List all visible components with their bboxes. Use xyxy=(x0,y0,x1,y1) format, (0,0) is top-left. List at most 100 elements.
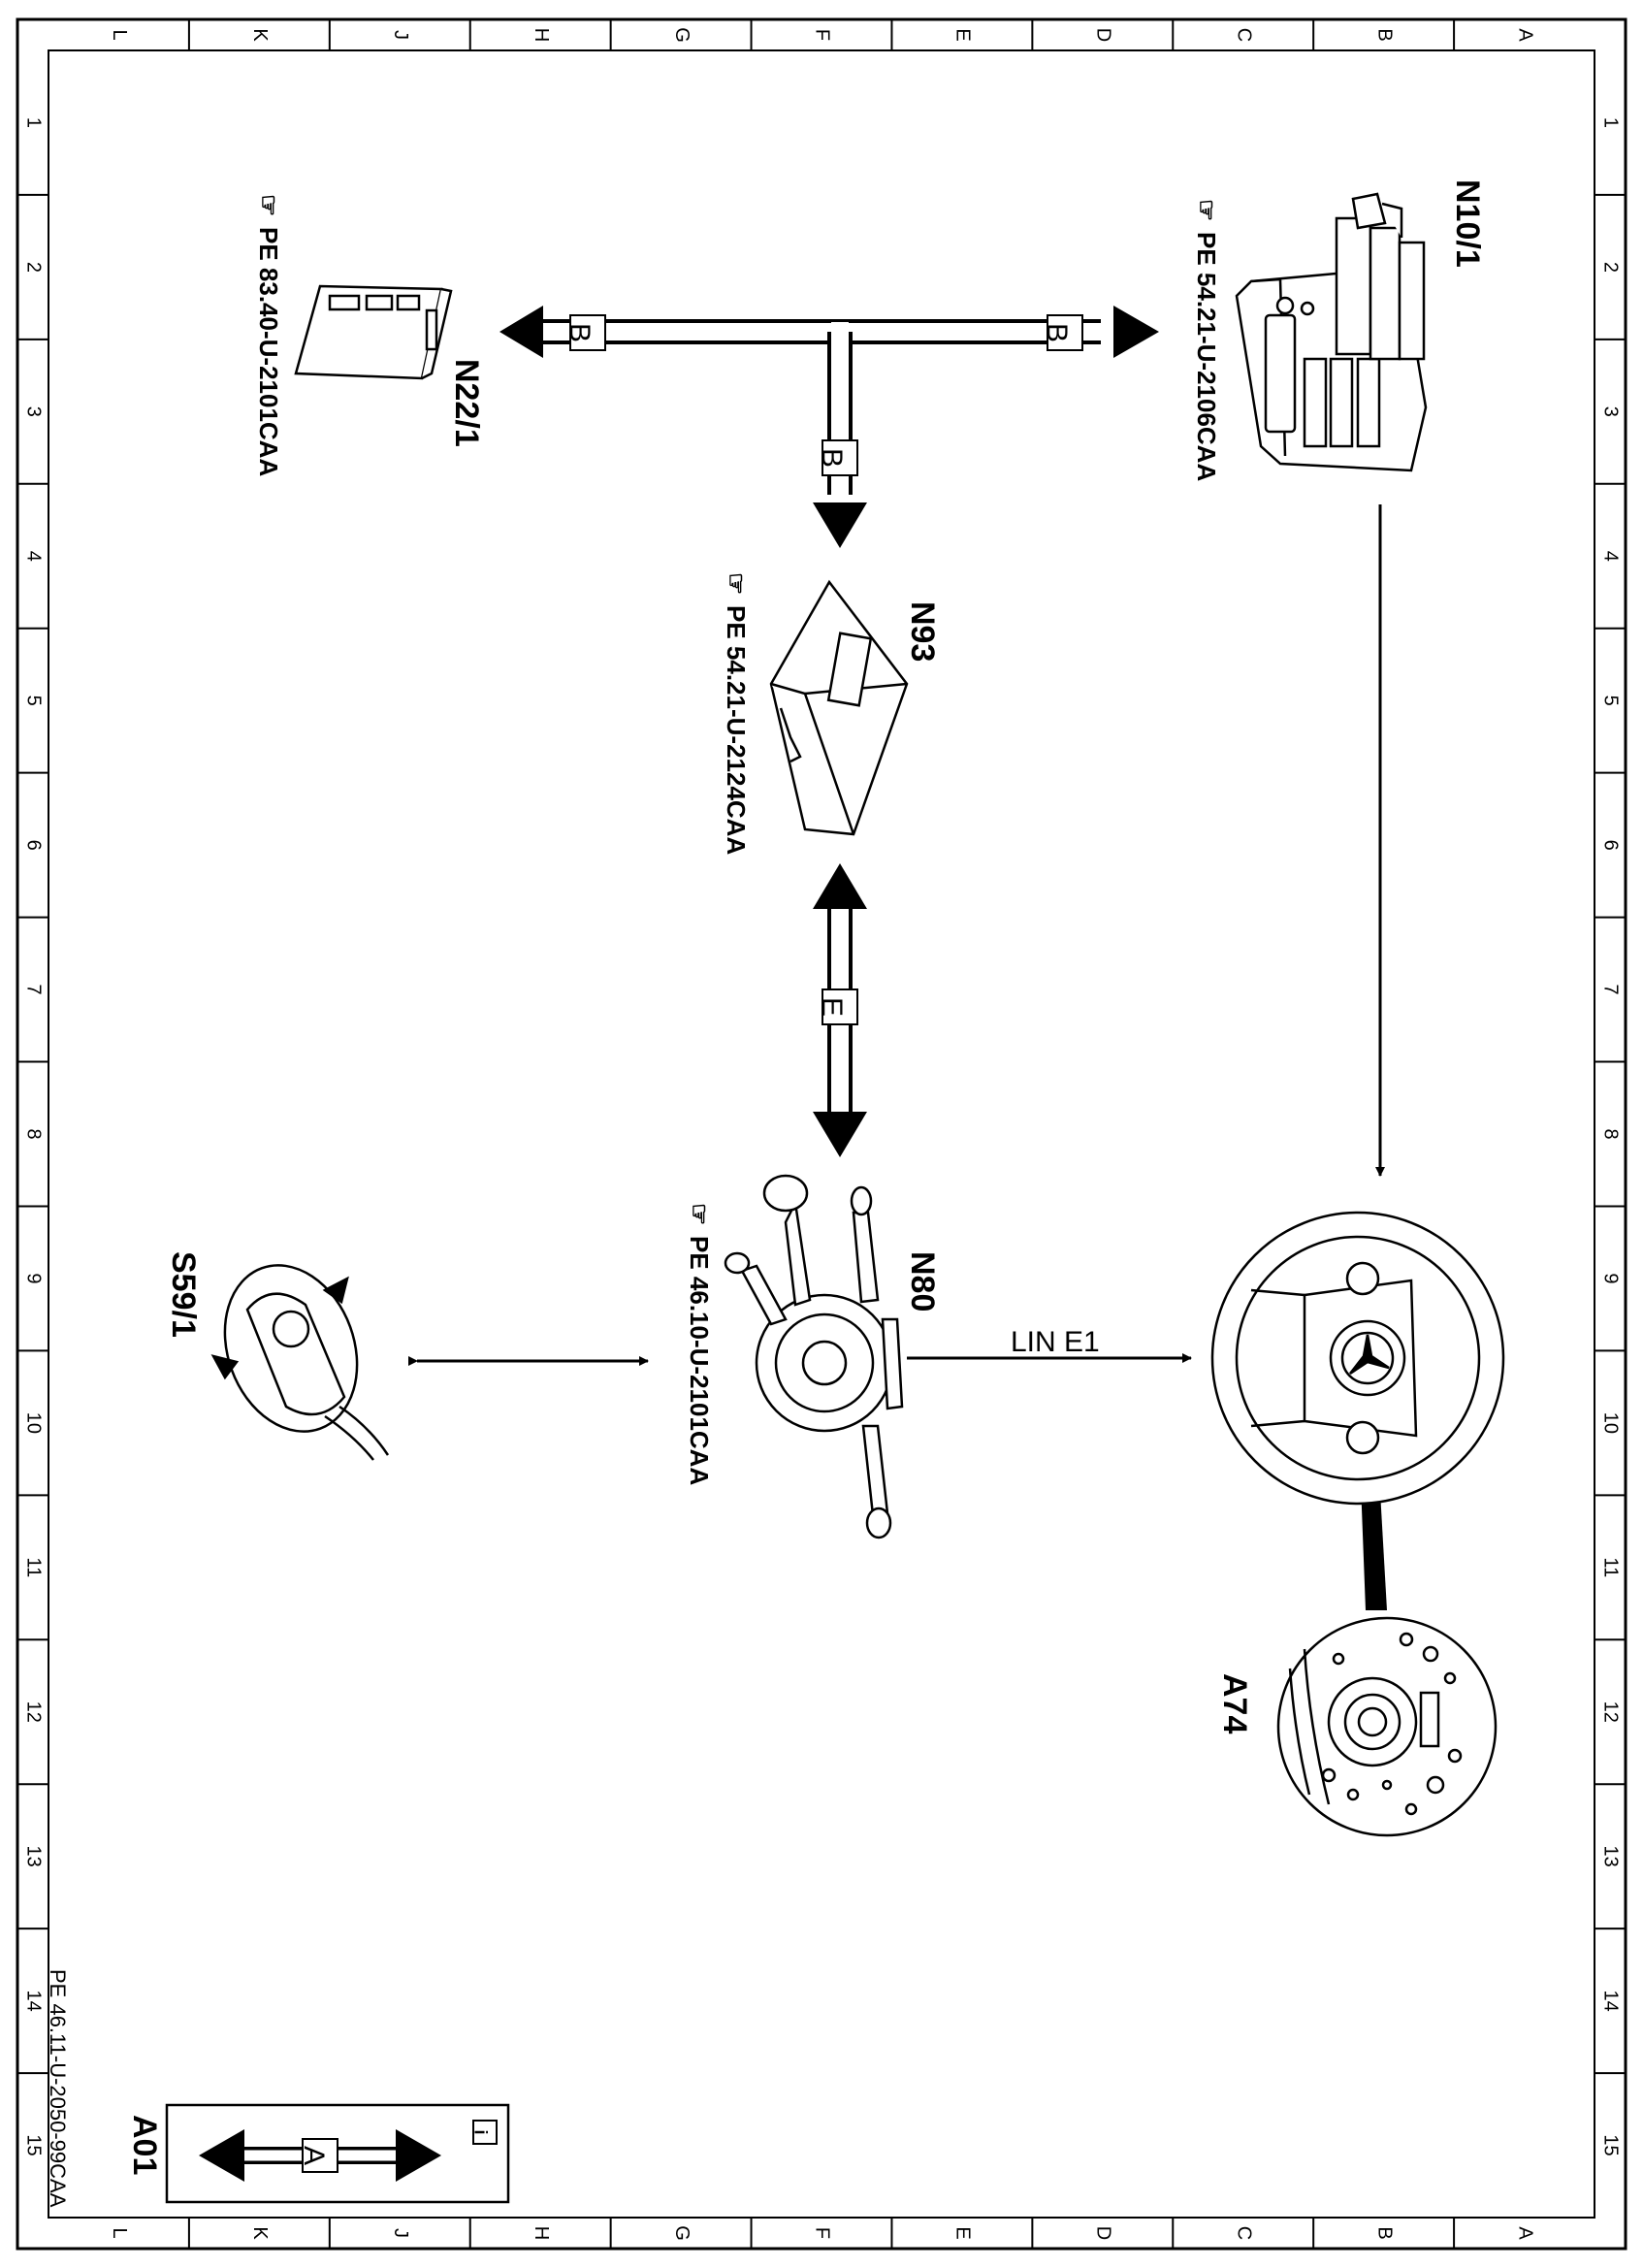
bus-b-label-box-right xyxy=(1047,314,1083,351)
n10-1-ref-text: PE 54.21-U-2106CAA xyxy=(1192,232,1221,481)
steering-wheel xyxy=(1210,1211,1505,1506)
pointing-hand-icon: ☞ xyxy=(685,1203,714,1225)
row-number: 8 xyxy=(23,1128,45,1139)
n93-reference: ☞ PE 54.21-U-2124CAA xyxy=(722,572,751,855)
column-letter: E xyxy=(952,28,974,41)
n22-1-ref-text: PE 83.40-U-2101CAA xyxy=(254,227,283,476)
arrow-left-to-n22-1 xyxy=(499,306,543,358)
bus-b-label-box-left xyxy=(569,314,606,351)
row-number: 2 xyxy=(23,262,45,273)
column-letter: C xyxy=(1233,2226,1254,2240)
row-number: 6 xyxy=(23,840,45,851)
bus-b-harness: B B B xyxy=(499,306,1159,548)
column-letter: B xyxy=(1373,28,1395,41)
bus-b-label-right: B xyxy=(1041,323,1073,342)
row-number: 14 xyxy=(23,1990,45,2011)
bus-b-label-box-down xyxy=(822,439,858,476)
bus-b-label-left: B xyxy=(564,323,596,342)
arrow-right-to-n10-1 xyxy=(1113,306,1159,358)
row-number: 8 xyxy=(1600,1128,1622,1139)
bus-b-label-down: B xyxy=(816,448,848,468)
column-letter: B xyxy=(1373,2226,1395,2239)
column-letter: A xyxy=(1514,28,1535,42)
row-number: 6 xyxy=(1600,840,1622,851)
outer-frame xyxy=(16,17,1627,2251)
row-number: 12 xyxy=(1600,1701,1622,1723)
row-number: 11 xyxy=(23,1557,45,1577)
a01-label: A01 xyxy=(126,2115,163,2175)
arrow-down-to-n93 xyxy=(813,502,867,548)
column-letter: K xyxy=(249,2226,271,2240)
column-letter: J xyxy=(390,2228,411,2238)
a01-arrow-left xyxy=(199,2129,244,2182)
column-letter: G xyxy=(671,27,693,43)
a01-legend: A i xyxy=(165,2103,510,2204)
inner-frame xyxy=(48,49,1595,2219)
column-letter: L xyxy=(109,2227,130,2238)
column-letter: A xyxy=(1514,2226,1535,2240)
column-letter: E xyxy=(952,2226,974,2239)
document-id: PE 46.11-U-2050-99CAA xyxy=(46,1969,70,2208)
bus-e-harness: E xyxy=(813,863,867,1157)
row-number: 3 xyxy=(23,406,45,417)
n93-module xyxy=(769,579,909,836)
a74-label: A74 xyxy=(1216,1673,1253,1733)
row-number: 7 xyxy=(1600,985,1622,995)
n80-label: N80 xyxy=(904,1251,941,1312)
row-number: 11 xyxy=(1600,1557,1622,1577)
arrow-up-to-n93 xyxy=(813,863,867,909)
n80-ref-text: PE 46.10-U-2101CAA xyxy=(685,1236,714,1485)
row-number: 13 xyxy=(23,1846,45,1867)
column-letter: F xyxy=(812,29,833,41)
column-letter: H xyxy=(531,28,552,42)
s59-1-label: S59/1 xyxy=(165,1251,202,1338)
n93-label: N93 xyxy=(904,601,941,662)
column-letter: C xyxy=(1233,28,1254,42)
grid-ticks xyxy=(17,19,1626,2249)
column-letter: L xyxy=(109,29,130,40)
n80-reference: ☞ PE 46.10-U-2101CAA xyxy=(685,1203,714,1485)
n22-1-module xyxy=(294,284,453,380)
row-number: 12 xyxy=(23,1701,45,1723)
row-number: 1 xyxy=(23,117,45,128)
row-number: 15 xyxy=(23,2134,45,2155)
bus-a-label: A xyxy=(298,2146,330,2165)
row-number: 15 xyxy=(1600,2134,1622,2155)
pointing-hand-icon: ☞ xyxy=(722,572,751,595)
pointing-hand-icon: ☞ xyxy=(254,194,283,216)
row-number: 7 xyxy=(23,985,45,995)
bus-e-label-box xyxy=(822,988,858,1025)
column-letter: J xyxy=(390,30,411,40)
n10-1-module xyxy=(1235,192,1428,472)
n10-1-label: N10/1 xyxy=(1449,179,1486,268)
column-letter: H xyxy=(531,2226,552,2240)
row-number: 4 xyxy=(23,551,45,562)
n22-1-label: N22/1 xyxy=(448,359,485,447)
row-number: 3 xyxy=(1600,406,1622,417)
row-number: 10 xyxy=(1600,1412,1622,1434)
column-letter: F xyxy=(812,2227,833,2239)
arrow-down-to-n80 xyxy=(813,1112,867,1157)
column-letter: D xyxy=(1093,28,1114,42)
column-letter: K xyxy=(249,28,271,42)
lin-e1-label: LIN E1 xyxy=(1011,1326,1100,1358)
column-letter: G xyxy=(671,2225,693,2241)
a01-arrow-right xyxy=(396,2129,441,2182)
info-icon: i xyxy=(470,2129,490,2134)
row-number: 13 xyxy=(1600,1846,1622,1867)
row-number: 1 xyxy=(1600,117,1622,128)
n10-1-reference: ☞ PE 54.21-U-2106CAA xyxy=(1192,199,1221,481)
column-letter: D xyxy=(1093,2226,1114,2240)
s59-1-rotary-switch xyxy=(210,1264,390,1461)
a74-clockspring-detail xyxy=(1276,1616,1498,1837)
row-number: 10 xyxy=(23,1412,45,1434)
pointing-hand-icon: ☞ xyxy=(1192,199,1221,221)
n22-1-reference: ☞ PE 83.40-U-2101CAA xyxy=(254,194,283,476)
row-number: 9 xyxy=(23,1273,45,1283)
row-number: 2 xyxy=(1600,262,1622,273)
row-number: 4 xyxy=(1600,551,1622,562)
row-number: 5 xyxy=(1600,696,1622,706)
